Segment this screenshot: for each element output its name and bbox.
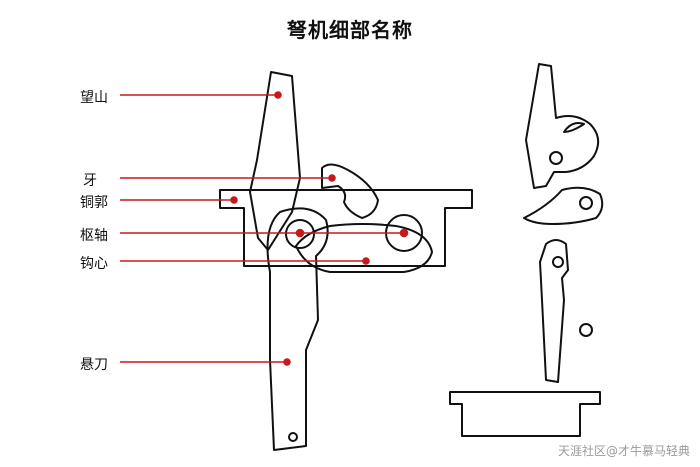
dot-xuandao: [283, 358, 291, 366]
exploded-tongguo-base: [449, 391, 601, 437]
exploded-hole-4: [579, 323, 593, 337]
tongguo-housing: [219, 189, 473, 267]
xuandao-trigger: [266, 207, 329, 451]
exploded-hole-1: [549, 151, 563, 165]
trigger-hole: [288, 432, 298, 442]
exploded-gouxin: [523, 186, 604, 225]
dot-gouxin: [362, 257, 370, 265]
label-xuandao: 悬刀: [80, 357, 108, 373]
diagram-title: 弩机细部名称: [287, 18, 413, 42]
watermark-text: 天涯社区@才牛慕马轻典: [557, 444, 690, 458]
dot-ya: [328, 174, 336, 182]
exploded-xuandao: [539, 239, 569, 383]
label-wangshan: 望山: [80, 90, 108, 106]
exploded-hole-2: [579, 196, 593, 210]
label-ya: 牙: [83, 173, 97, 189]
dot-shuzhou-front: [295, 228, 305, 238]
dot-shuzhou-rear: [399, 228, 409, 238]
exploded-wangshan-ya: [525, 63, 600, 189]
label-tongguo: 铜郭: [80, 195, 108, 211]
front-bolt-ring: [285, 219, 315, 249]
exploded-hole-3: [552, 256, 564, 268]
dot-wangshan: [274, 91, 282, 99]
label-gouxin: 钩心: [80, 256, 108, 272]
dot-tongguo: [230, 196, 238, 204]
label-shuzhou: 枢轴: [80, 228, 108, 244]
ya-tooth: [321, 163, 379, 219]
